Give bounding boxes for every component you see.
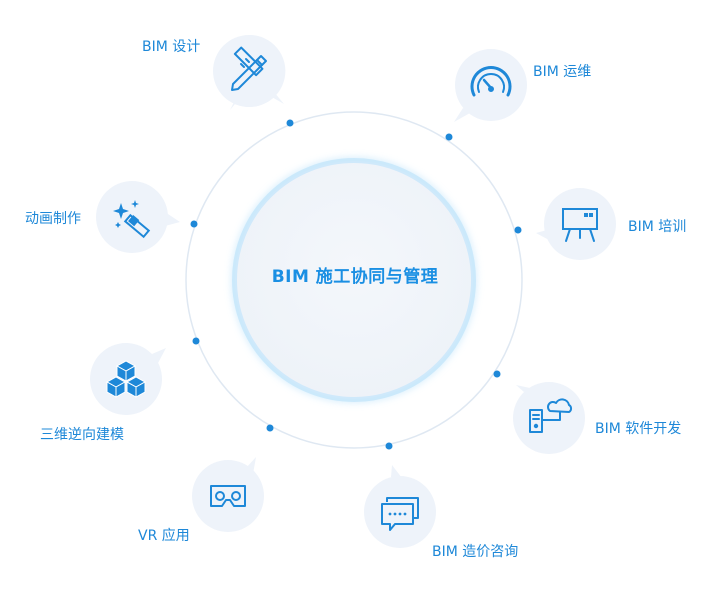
center-circle <box>235 161 473 399</box>
ring-dots <box>190 119 522 450</box>
ring-dot <box>493 370 501 378</box>
node-animation[interactable] <box>96 181 180 253</box>
magic-wand-icon <box>113 200 151 239</box>
label-animation: 动画制作 <box>25 211 81 227</box>
node-training[interactable] <box>536 188 616 260</box>
ring-dot <box>192 337 200 345</box>
label-training: BIM 培训 <box>628 219 687 235</box>
ring-dot <box>445 133 453 141</box>
ring-dot <box>190 220 198 228</box>
ring-dot <box>266 424 274 432</box>
pencil-ruler-icon <box>231 46 267 91</box>
ring-dot <box>286 119 294 127</box>
chat-messages-icon <box>381 497 419 531</box>
ring-dot <box>514 226 522 234</box>
node-vr[interactable] <box>192 457 264 532</box>
cubes-icon <box>105 360 147 398</box>
gauge-icon <box>470 66 512 97</box>
node-modeling[interactable] <box>90 343 166 415</box>
node-software[interactable] <box>513 382 585 454</box>
label-software: BIM 软件开发 <box>595 421 682 437</box>
presentation-board-icon <box>562 208 598 242</box>
ring-dot <box>385 442 393 450</box>
cloud-computer-icon <box>529 398 573 433</box>
label-modeling: 三维逆向建模 <box>40 427 124 443</box>
node-design[interactable] <box>213 34 286 110</box>
label-consulting: BIM 造价咨询 <box>432 544 519 560</box>
label-design: BIM 设计 <box>142 39 201 55</box>
label-vr: VR 应用 <box>138 528 190 544</box>
outer-ring <box>185 111 523 449</box>
node-consulting[interactable] <box>364 465 436 548</box>
center-title: BIM 施工协同与管理 <box>271 267 439 287</box>
label-operation: BIM 运维 <box>533 64 592 80</box>
node-operation[interactable] <box>454 49 527 122</box>
vr-headset-icon <box>210 485 246 507</box>
